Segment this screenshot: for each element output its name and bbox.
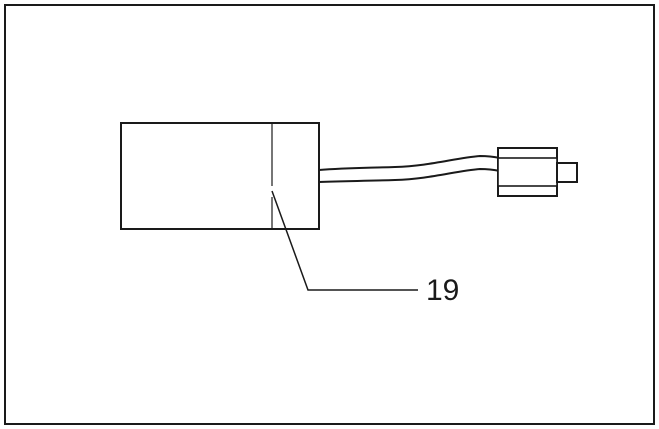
module-box	[120, 122, 320, 230]
connector-pin	[556, 162, 578, 183]
connector-collar	[497, 157, 558, 187]
cable-lower-edge	[318, 167, 501, 183]
diagram-frame	[4, 4, 655, 425]
callout-label: 19	[426, 274, 459, 307]
cable-upper-edge	[318, 154, 501, 171]
callout-leader-line	[271, 190, 418, 291]
